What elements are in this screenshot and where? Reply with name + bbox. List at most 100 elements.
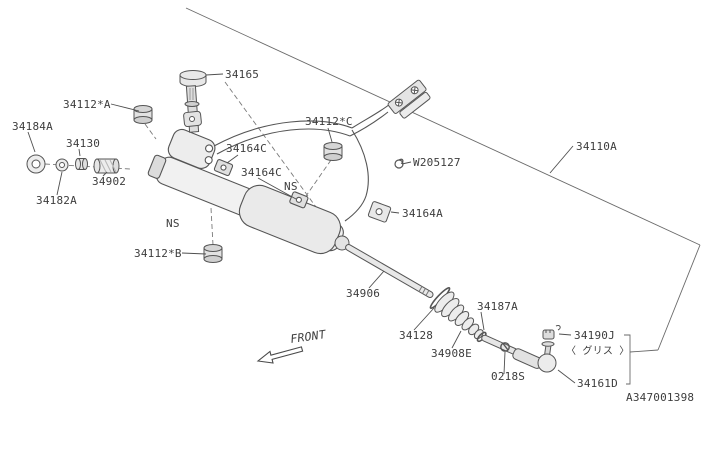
leader-line <box>226 154 239 164</box>
bolt-cross-mark <box>395 86 419 107</box>
dust-cap-top <box>179 70 207 80</box>
part-label-w205127: W205127 <box>413 156 461 169</box>
valve-housing <box>167 128 216 169</box>
washer-34184a <box>26 154 46 174</box>
leader-line <box>558 333 572 336</box>
front-arrow <box>256 346 304 364</box>
part-label-34164a: 34164A <box>402 207 443 220</box>
leader-line <box>413 307 435 331</box>
ns-label: NS <box>166 217 180 230</box>
bushing-top <box>203 244 223 252</box>
bushing-bottom <box>133 116 153 124</box>
clamp-bolt-hole <box>295 196 302 203</box>
part-label-34164c: 34164C <box>241 166 282 179</box>
ns-label: NS <box>284 180 298 193</box>
cotter-pin <box>555 325 561 331</box>
part-label-34161d: 34161D <box>577 377 618 390</box>
part-labels: 34165 34112*A 34184A 34130 34902 34182A … <box>12 68 694 404</box>
clip-0218s <box>500 342 510 352</box>
part-label-34184a: 34184A <box>12 120 53 133</box>
leader-line <box>401 161 412 165</box>
pipe-port <box>204 156 213 165</box>
bushing-top <box>323 142 343 150</box>
leader-line <box>205 73 224 76</box>
assembly-boundary-lines <box>185 7 701 385</box>
castle-nut-34190j <box>542 325 561 340</box>
nut-body <box>542 329 555 340</box>
washer-34130 <box>75 158 88 170</box>
pinion-shaft <box>179 70 207 133</box>
pressure-pipe <box>351 103 391 129</box>
bracket-hole <box>375 208 383 216</box>
leader-line <box>181 252 207 255</box>
part-label-34906: 34906 <box>346 287 380 300</box>
ball-housing <box>537 353 557 373</box>
pressure-pipe <box>213 120 353 147</box>
leader-line <box>110 103 140 112</box>
dashed-guide-line <box>210 207 214 246</box>
part-label-34112a: 34112*A <box>63 98 111 111</box>
part-label-34182a: 34182A <box>36 194 77 207</box>
tie-rod-end-34161d <box>481 334 557 373</box>
leader-line <box>27 131 36 153</box>
leader-line <box>557 369 576 384</box>
leader-line <box>503 351 506 375</box>
clip-ring <box>500 342 510 352</box>
return-pipe <box>349 111 389 137</box>
dashed-guide-line <box>144 123 157 140</box>
leader-line <box>549 145 574 174</box>
loop-pipe <box>344 129 369 222</box>
yoke-hole <box>189 116 195 122</box>
part-label-34902: 34902 <box>92 175 126 188</box>
bracket-plate <box>399 91 431 119</box>
part-label-34908e: 34908E <box>431 347 472 360</box>
bushing-bottom <box>203 255 223 263</box>
rod-shaft <box>345 244 434 298</box>
leader-line <box>390 211 400 214</box>
stud-washer <box>541 341 555 347</box>
steering-rack-housing <box>147 154 344 255</box>
front-label: FRONT <box>289 327 327 346</box>
clip-w205127 <box>394 158 404 169</box>
leader-line <box>78 148 81 157</box>
dashed-guide-line <box>305 159 332 197</box>
outer-shaft <box>481 334 518 355</box>
washer-34182a <box>55 158 69 172</box>
leader-lines <box>27 73 576 384</box>
part-label-34128: 34128 <box>399 329 433 342</box>
leader-line <box>257 177 297 200</box>
boot-ridge <box>473 329 484 340</box>
boot-34908e <box>434 291 484 340</box>
group-bracket-line <box>624 334 631 385</box>
boundary-line <box>629 349 659 353</box>
hydraulic-pipes <box>213 103 391 222</box>
part-label-34187a: 34187A <box>477 300 518 313</box>
boundary-line <box>657 244 701 351</box>
clip-tail <box>502 343 509 351</box>
grease-note: 〈 グリス 〉 <box>566 344 629 357</box>
leader-line <box>368 270 385 289</box>
mount-bushing-34112a <box>133 105 153 124</box>
leader-line <box>102 171 108 177</box>
clip-ring <box>394 159 404 169</box>
spacer-hatching <box>99 159 117 173</box>
clip-hook <box>398 158 404 165</box>
inner-tie-rod-34906 <box>334 235 434 298</box>
nut-slots <box>545 330 551 333</box>
spacer-34902 <box>93 158 120 174</box>
diagram-code: A347001398 <box>626 391 694 404</box>
valve-body <box>167 128 216 169</box>
mount-bushing-34112c <box>323 142 343 161</box>
pipe-port <box>205 144 214 153</box>
rod-threads <box>418 286 430 296</box>
leader-line <box>480 311 485 331</box>
part-label-34112c: 34112*C <box>305 115 353 128</box>
washer-inner <box>31 159 41 169</box>
part-label-34165: 34165 <box>225 68 259 81</box>
washer-inner <box>59 162 65 168</box>
bushing-bottom <box>323 153 343 161</box>
leader-line <box>327 127 333 143</box>
shaft-splines <box>189 88 194 100</box>
